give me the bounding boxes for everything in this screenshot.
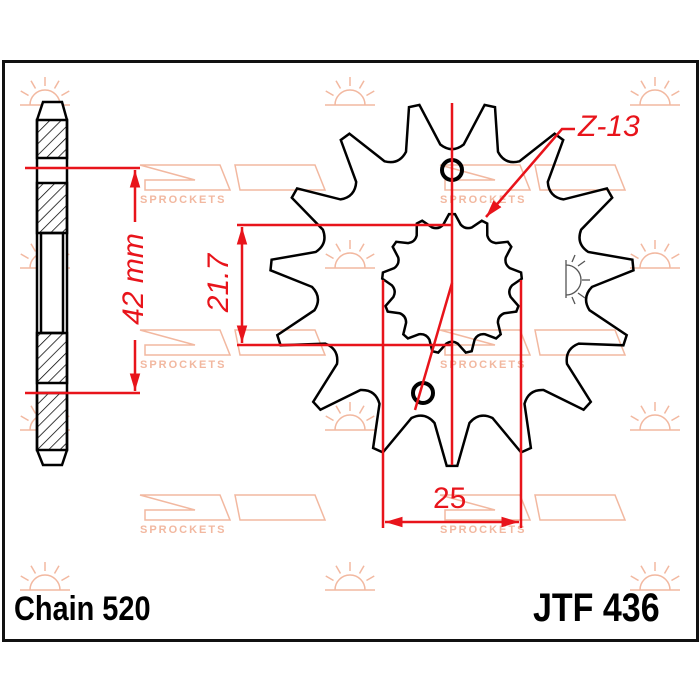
spline-bore <box>380 212 524 354</box>
sun-watermark-icon <box>325 562 375 591</box>
dimension-lines <box>25 103 575 528</box>
sun-watermark-icon <box>630 562 680 591</box>
drawing-frame <box>2 60 699 642</box>
bolt-circle-label: 42 mm <box>116 233 150 325</box>
sun-watermark-icon <box>325 77 375 106</box>
svg-text:SPROCKETS: SPROCKETS <box>140 194 226 206</box>
jt-sun-logo <box>565 254 590 305</box>
svg-text:SPROCKETS: SPROCKETS <box>440 359 526 371</box>
jt-sprockets-watermark-logo: SPROCKETS <box>139 329 327 371</box>
sprocket-outline <box>269 103 635 468</box>
width-label: 25 <box>433 482 467 515</box>
sun-watermark-icon <box>630 77 680 106</box>
side-profile <box>35 100 69 467</box>
sun-watermark-icon <box>630 402 680 431</box>
chain-label: Chain 520 <box>14 590 151 628</box>
sun-watermark-icon <box>325 240 375 269</box>
svg-text:SPROCKETS: SPROCKETS <box>140 359 226 371</box>
sun-watermark-icon <box>630 240 680 269</box>
sun-watermark-icon <box>20 562 70 591</box>
jt-sprockets-watermark-logo: SPROCKETS <box>139 164 327 206</box>
part-number: JTF 436 <box>533 586 660 630</box>
svg-text:SPROCKETS: SPROCKETS <box>140 524 226 536</box>
sun-watermark-icon <box>325 402 375 431</box>
inner-diameter-label: 21.7 <box>202 253 236 313</box>
jt-sprockets-watermark-logo: SPROCKETS <box>139 494 327 536</box>
spline-count-label: Z-13 <box>578 110 640 143</box>
